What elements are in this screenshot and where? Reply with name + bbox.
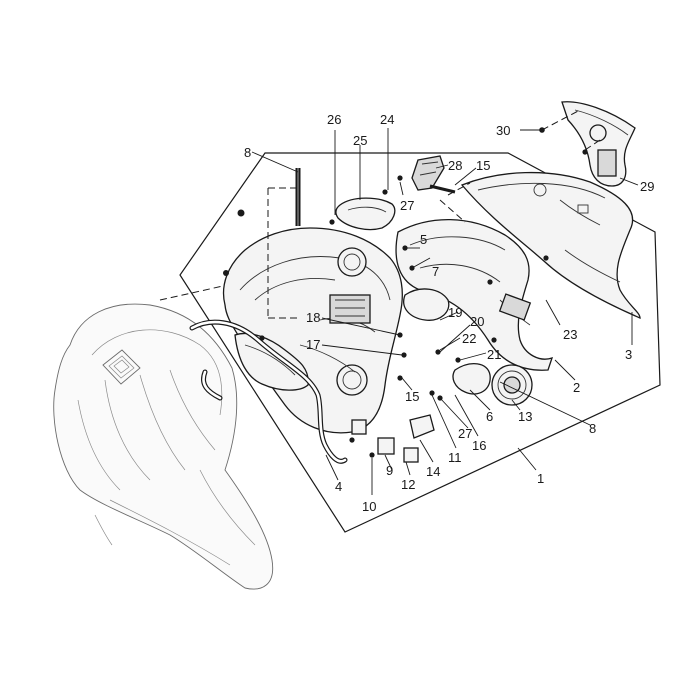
callout-3: 3	[625, 347, 632, 362]
callout-16: 16	[472, 438, 486, 453]
callout-12: 12	[401, 477, 415, 492]
leader-lines	[251, 128, 639, 495]
callout-25: 24	[380, 112, 394, 127]
callout-17: 17	[306, 337, 320, 352]
callout-24: 25	[353, 133, 367, 148]
air-duct	[452, 363, 491, 395]
callout-4: 4	[335, 479, 342, 494]
callout-11: 11	[448, 450, 462, 465]
callout-14: 14	[426, 464, 440, 479]
callout-28: 28	[448, 158, 462, 173]
small-brackets	[351, 414, 435, 463]
callout-6: 6	[486, 409, 493, 424]
callout-20: 20	[470, 314, 484, 329]
callout-8-upper: 8	[244, 145, 251, 160]
rear-panel	[460, 171, 641, 319]
top-lid	[335, 197, 396, 231]
callout-18: 18	[306, 310, 320, 325]
callout-22: 22	[462, 331, 476, 346]
callout-labels: 8 26 25 24 27 28 15 30 29 5 7 23 3 2 18 …	[244, 112, 654, 514]
inner-leg-shield	[222, 227, 403, 434]
glovebox-right	[395, 218, 554, 371]
flexible-hose	[189, 319, 348, 464]
callout-26: 26	[327, 112, 341, 127]
vent-grill	[491, 364, 533, 406]
callout-9: 9	[386, 463, 393, 478]
reservoir	[403, 288, 450, 321]
callout-29: 29	[640, 179, 654, 194]
dashed-guide-left	[267, 187, 300, 319]
callout-13: 13	[518, 409, 532, 424]
callout-27-upper: 27	[400, 198, 414, 213]
callout-15-lower: 15	[405, 389, 419, 404]
rear-bracket	[561, 101, 636, 187]
callout-30: 30	[496, 123, 510, 138]
leader-8b	[499, 381, 591, 426]
callout-21: 21	[487, 347, 501, 362]
callout-7: 7	[432, 264, 439, 279]
lower-left-panel	[234, 332, 309, 391]
callout-19: 19	[448, 305, 462, 320]
assembly-frame	[179, 152, 661, 533]
callout-5: 5	[420, 232, 427, 247]
callout-1: 1	[537, 471, 544, 486]
fasteners	[223, 127, 588, 458]
callout-10: 10	[362, 499, 376, 514]
callout-27-lower: 27	[458, 426, 472, 441]
callout-15-upper: 15	[476, 158, 490, 173]
front-shield-ghost	[53, 303, 274, 590]
hinge-clip	[411, 155, 456, 194]
brand-emblem	[102, 349, 141, 385]
callout-23: 23	[563, 327, 577, 342]
callout-2: 2	[573, 380, 580, 395]
callout-8-lower: 8	[589, 421, 596, 436]
